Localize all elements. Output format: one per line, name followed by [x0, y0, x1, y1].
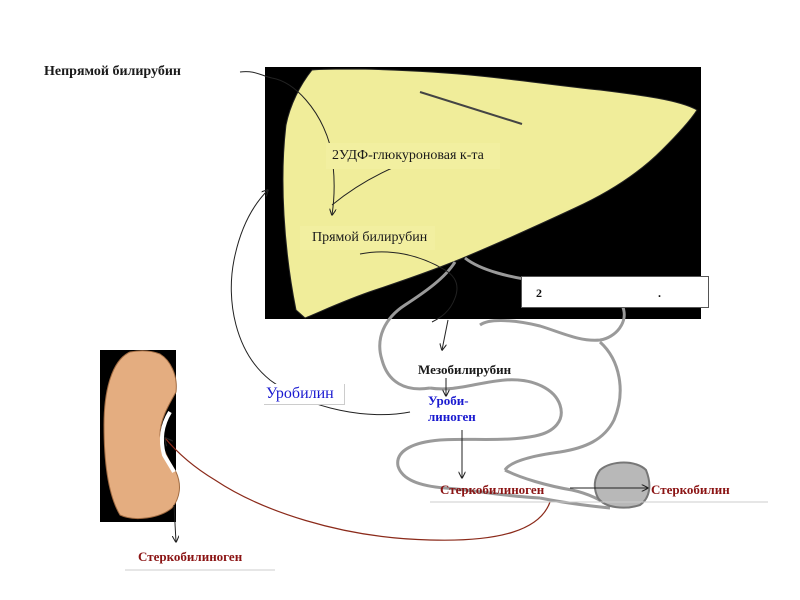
- enzyme-box-number: 2: [536, 286, 542, 300]
- rectum: [593, 461, 651, 509]
- kidney-shape: [103, 350, 180, 519]
- enzyme-box-dot: .: [658, 286, 661, 300]
- label-urobilinogen-line1: Уроби-: [428, 393, 469, 408]
- label-stercobilin: Стеркобилин: [651, 482, 730, 497]
- kidney-hilum: [160, 410, 176, 473]
- label-urobilin: Уробилин: [264, 384, 345, 405]
- liver-fissure-line: [419, 91, 523, 125]
- enzyme-box: 2 .: [521, 276, 709, 308]
- blood-flow-curve: [165, 438, 551, 541]
- label-stercobilinogen-intestine: Стеркобилиноген: [440, 482, 545, 497]
- label-indirect-bilirubin: Непрямой билирубин: [44, 64, 181, 79]
- label-mesobilirubin: Мезобилирубин: [416, 361, 514, 378]
- label-direct-bilirubin: Прямой билирубин: [300, 226, 436, 250]
- label-udp-glucuronic-acid: 2УДФ-глюкуроновая к-та: [326, 143, 500, 169]
- label-stercobilinogen-kidney: Стеркобилиноген: [138, 549, 243, 564]
- liver-shape: [282, 68, 698, 319]
- label-urobilinogen-line2: линоген: [428, 409, 476, 424]
